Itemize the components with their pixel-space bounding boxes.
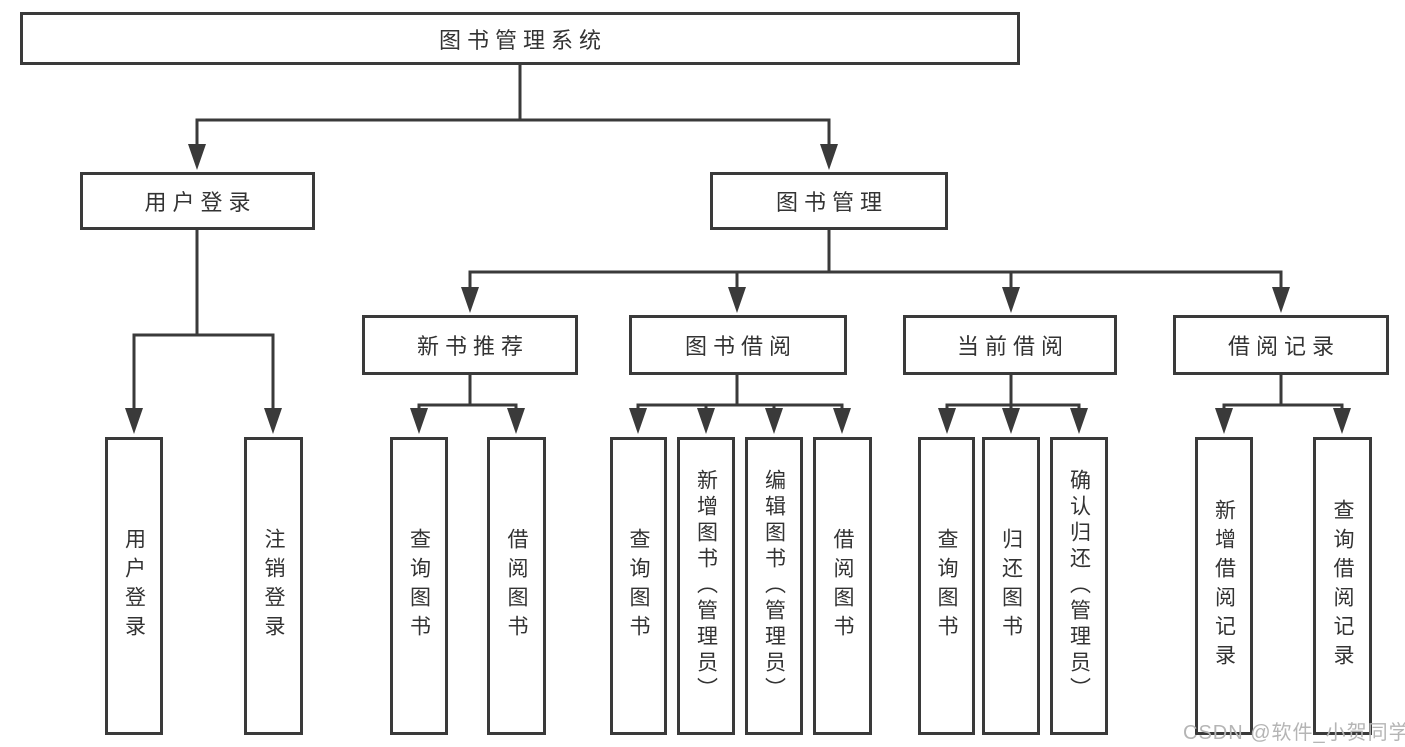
node-label: 新书推荐 [416, 334, 529, 359]
leaf-query-borrow-record: 查询借阅记录 [1313, 437, 1372, 735]
leaf-label: 查询借阅记录 [1331, 499, 1354, 673]
leaf-label: 借阅图书 [505, 528, 528, 644]
leaf-add-books-admin: 新增图书（管理员） [677, 437, 735, 735]
node-root-system: 图书管理系统 [20, 12, 1020, 65]
leaf-query-books-current: 查询图书 [918, 437, 975, 735]
leaf-return-books: 归还图书 [982, 437, 1040, 735]
leaf-label: 查询图书 [407, 528, 431, 644]
node-label: 图书借阅 [684, 334, 797, 359]
leaf-label: 用户登录 [122, 528, 146, 644]
leaf-label: 查询图书 [627, 528, 650, 644]
node-user-login: 用户登录 [80, 172, 315, 230]
leaf-label: 查询图书 [935, 528, 958, 644]
node-label: 图书管理系统 [438, 27, 607, 53]
node-borrowing-records: 借阅记录 [1173, 315, 1389, 375]
leaf-borrow-books-borrowing: 借阅图书 [813, 437, 872, 735]
leaf-label: 注销登录 [262, 528, 285, 644]
leaf-label: 编辑图书（管理员） [762, 469, 786, 703]
leaf-query-books-borrowing: 查询图书 [610, 437, 667, 735]
watermark: CSDN @软件_小贺同学 [1183, 722, 1405, 744]
node-label: 借阅记录 [1227, 334, 1340, 359]
node-label: 图书管理 [775, 190, 888, 215]
leaf-confirm-return-admin: 确认归还（管理员） [1050, 437, 1108, 735]
node-current-borrowing: 当前借阅 [903, 315, 1117, 375]
arrowhead-icon [125, 144, 1351, 434]
leaf-borrow-books-recommend: 借阅图书 [487, 437, 546, 735]
node-book-borrowing: 图书借阅 [629, 315, 847, 375]
leaf-edit-books-admin: 编辑图书（管理员） [745, 437, 803, 735]
leaf-label: 新增借阅记录 [1212, 499, 1236, 673]
leaf-label: 新增图书（管理员） [694, 469, 718, 703]
leaf-user-login: 用户登录 [105, 437, 163, 735]
leaf-label: 借阅图书 [831, 528, 854, 644]
leaf-add-borrow-record: 新增借阅记录 [1195, 437, 1253, 735]
node-book-management: 图书管理 [710, 172, 948, 230]
leaf-label: 确认归还（管理员） [1067, 469, 1091, 703]
leaf-label: 归还图书 [999, 528, 1023, 644]
node-label: 当前借阅 [956, 334, 1069, 359]
leaf-logout: 注销登录 [244, 437, 303, 735]
leaf-query-books-recommend: 查询图书 [390, 437, 448, 735]
node-new-book-recommend: 新书推荐 [362, 315, 578, 375]
node-label: 用户登录 [144, 190, 257, 215]
